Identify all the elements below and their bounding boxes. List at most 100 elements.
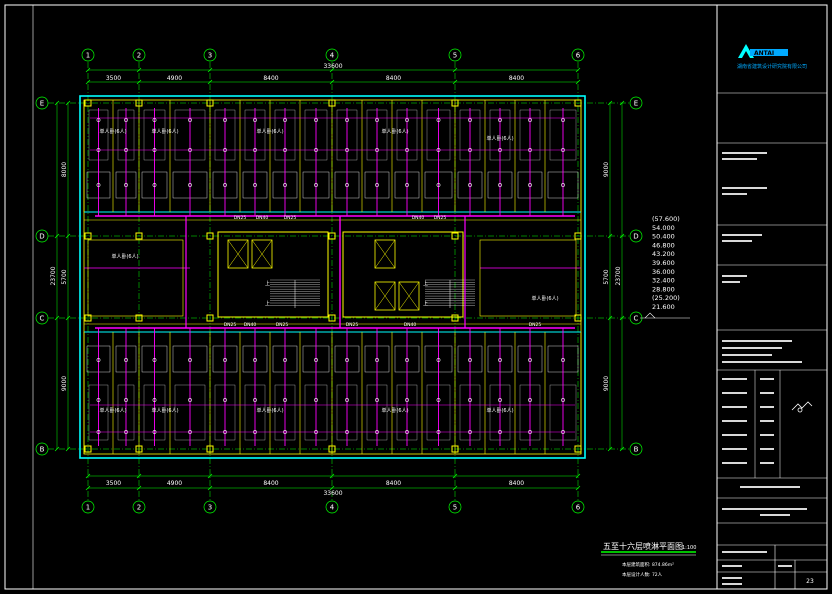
axis-label-top: 6 <box>576 52 581 60</box>
logo-text: ANTAI <box>754 50 774 57</box>
sprinkler-head <box>436 118 441 122</box>
dim-tick <box>85 67 91 73</box>
axis-label-right: B <box>634 446 639 454</box>
drawing-title-group: 五至十六层喷淋平面图 1:100 本层建筑面积: 874.86m² 本层设计人数… <box>601 541 696 578</box>
pipe-size-label: DN25 <box>284 215 297 221</box>
pipe-size-label: DN25 <box>234 215 247 221</box>
sprinkler-head <box>405 358 409 362</box>
dim-text-right: 5700 <box>603 269 610 284</box>
dim-text-top: 8400 <box>263 75 278 82</box>
dim-tick <box>54 233 60 239</box>
axis-label-right: D <box>633 233 638 241</box>
structural-column <box>84 99 92 107</box>
dim-text-top: 3500 <box>106 75 121 82</box>
sprinkler-head <box>253 358 257 362</box>
sprinkler-head <box>96 118 101 122</box>
room-label: 单人卧(6人) <box>531 295 558 302</box>
sprinkler-head <box>561 183 565 187</box>
axis-bubble-bottom <box>571 500 585 514</box>
dim-text-left: 9000 <box>61 376 68 391</box>
elevation-value: 36.000 <box>652 268 675 276</box>
dim-tick <box>85 79 91 85</box>
stair-up-label: 上 <box>265 280 270 287</box>
sprinkler-head <box>314 398 318 402</box>
axis-bubble-bottom <box>203 500 217 514</box>
sprinkler-head <box>96 183 101 187</box>
dimension-layer: 3360033600350035004900490084008400840084… <box>50 63 625 497</box>
elevation-value: (25.200) <box>652 294 680 302</box>
room-label: 单人卧(6人) <box>111 253 138 260</box>
pipe-size-label: DN25 <box>276 322 289 328</box>
sprinkler-head <box>96 358 101 362</box>
structural-column <box>328 445 336 453</box>
dim-tick <box>575 79 581 85</box>
axis-bubble-top <box>571 48 585 62</box>
dim-tick <box>207 79 213 85</box>
sprinkler-head <box>405 398 409 402</box>
sprinkler-head <box>468 183 472 187</box>
sprinkler-head <box>283 183 287 187</box>
sprinkler-head <box>375 183 379 187</box>
lift-shaft <box>227 239 249 269</box>
dim-tick <box>607 315 613 321</box>
dim-text-bottom: 4900 <box>167 480 182 487</box>
dim-tick <box>619 100 625 106</box>
lift-cross <box>398 281 420 311</box>
sprinkler-head <box>124 398 128 402</box>
structural-column <box>574 314 582 322</box>
pipe-size-label: DN40 <box>244 322 257 328</box>
dim-tick <box>575 67 581 73</box>
sprinkler-head <box>124 358 128 362</box>
pipe-size-label: DN25 <box>224 322 237 328</box>
sprinkler-head <box>561 358 565 362</box>
structural-column <box>574 99 582 107</box>
lift-cross <box>374 281 396 311</box>
dim-tick <box>619 315 625 321</box>
structural-column <box>84 232 92 240</box>
structural-column <box>328 99 336 107</box>
company-name: 湖南省建筑设计研究院有限公司 <box>737 63 807 70</box>
axis-label-top: 3 <box>208 52 212 60</box>
axis-label-left: C <box>40 315 45 323</box>
inner-wall-outline <box>83 99 582 455</box>
structural-column <box>451 445 459 453</box>
structural-column <box>206 314 214 322</box>
dim-tick <box>65 233 71 239</box>
sprinkler-head <box>405 118 409 122</box>
stair-core <box>217 231 329 318</box>
lift-cross <box>227 239 249 269</box>
room-label: 单人卧(6人) <box>486 407 513 414</box>
axis-label-bottom: 2 <box>137 504 141 512</box>
structural-column <box>328 314 336 322</box>
axis-bubble-right <box>629 442 643 456</box>
axis-label-bottom: 5 <box>453 504 457 512</box>
dim-tick <box>575 473 581 479</box>
sprinkler-head <box>468 118 472 122</box>
dim-tick <box>329 473 335 479</box>
dim-tick <box>54 446 60 452</box>
elevation-value: (57.600) <box>652 215 680 223</box>
sprinkler-head <box>561 118 565 122</box>
sprinkler-head <box>498 358 502 362</box>
stamp-symbol <box>791 401 813 413</box>
elevation-value: 50.400 <box>652 233 675 241</box>
stair-up-label: 上 <box>423 300 428 307</box>
axis-bubble-left <box>35 311 49 325</box>
overall-width-top: 33600 <box>323 63 342 70</box>
overall-width-bottom: 33600 <box>323 490 342 497</box>
stair-up-label: 上 <box>265 300 270 307</box>
room-label: 单人卧(6人) <box>381 407 408 414</box>
dim-text-top: 8400 <box>386 75 401 82</box>
floor-plan: 上上上上单人卧(6人)单人卧(6人)单人卧(6人)单人卧(6人)单人卧(6人)单… <box>79 95 586 459</box>
sprinkler-head <box>188 118 192 122</box>
sheet-border <box>4 4 828 590</box>
sprinkler-head <box>283 398 287 402</box>
stair-core <box>342 231 464 318</box>
elevation-list: (57.600)54.00050.40046.80043.20039.60036… <box>640 215 690 319</box>
dim-tick <box>452 473 458 479</box>
dim-tick <box>329 67 335 73</box>
room-label: 单人卧(6人) <box>99 128 126 135</box>
sprinkler-head <box>528 118 532 122</box>
dim-tick <box>607 233 613 239</box>
dim-tick <box>207 473 213 479</box>
